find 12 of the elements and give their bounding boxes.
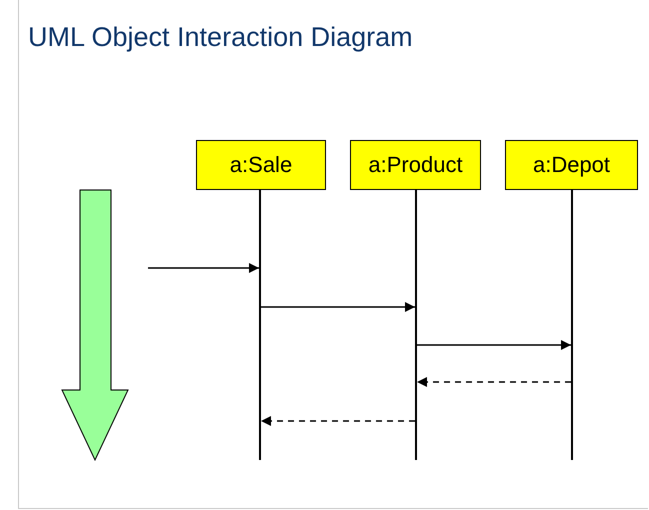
message-arrow xyxy=(148,263,259,273)
object-box: a:Depot xyxy=(505,140,638,190)
lifeline xyxy=(571,190,573,460)
title: UML Object Interaction Diagram xyxy=(28,22,413,53)
object-box: a:Sale xyxy=(196,140,326,190)
lifeline xyxy=(259,190,261,460)
message-arrow xyxy=(417,377,571,387)
message-arrow xyxy=(261,302,415,312)
message-arrow xyxy=(417,340,571,350)
message-arrow xyxy=(261,416,415,426)
object-box: a:Product xyxy=(350,140,481,190)
lifeline xyxy=(415,190,417,460)
